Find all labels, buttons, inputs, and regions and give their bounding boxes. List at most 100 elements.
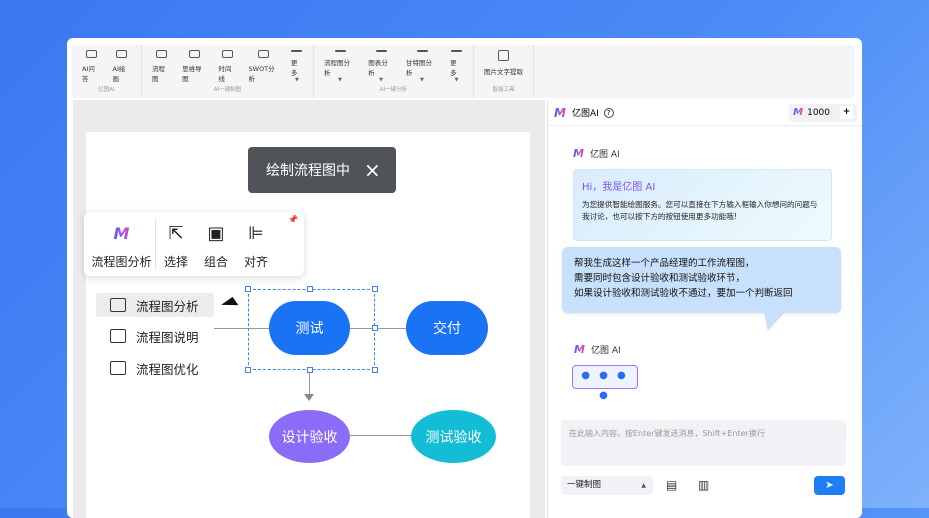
canvas-area[interactable]: 绘制流程图中 × 测试 交付 设计验收 测试验收 流程图分析 流程图说明 流程图…	[73, 100, 545, 518]
tool-label: 流程图	[152, 65, 165, 83]
flowchart-icon	[110, 361, 126, 375]
plus-box-icon	[291, 50, 303, 52]
ribbon-group: AI问答 AI绘画亿图AI	[72, 45, 142, 98]
close-icon[interactable]: ×	[364, 158, 381, 182]
connector	[350, 328, 406, 329]
ribbon-tool[interactable]: 图片文字提取	[478, 45, 529, 83]
drawing-page[interactable]: 绘制流程图中 × 测试 交付 设计验收 测试验收 流程图分析 流程图说明 流程图…	[86, 132, 530, 518]
bubble-tail	[757, 313, 785, 331]
dropdown-arrow-icon[interactable]: ▼	[420, 77, 424, 83]
dropdown-arrow-icon[interactable]: ▼	[454, 77, 459, 83]
toolbar-btn-select[interactable]: ⇱选择	[156, 219, 196, 270]
timeline-icon	[221, 50, 233, 58]
menu-label: 流程图优化	[136, 361, 199, 377]
credits-badge: M 1000 +	[789, 103, 857, 122]
add-credits-button[interactable]: +	[840, 106, 853, 119]
tool-label: 思维导图	[182, 65, 202, 83]
caret-up-icon: ▲	[641, 482, 646, 489]
ribbon-tool[interactable]: 思维导图	[176, 45, 212, 83]
ribbon-tool[interactable]: SWOT分析	[243, 45, 285, 83]
dropdown-arrow-icon[interactable]: ▼	[379, 77, 383, 83]
ocr-icon	[498, 50, 509, 61]
ribbon-tool[interactable]: 更多▼	[444, 45, 469, 83]
image-icon	[116, 50, 128, 58]
resize-handle[interactable]	[372, 325, 378, 331]
node-deliver[interactable]: 交付	[406, 301, 488, 355]
toolbar-btn-group[interactable]: ▣ 组合	[196, 219, 236, 270]
send-button[interactable]: ➤	[814, 476, 845, 495]
node-test[interactable]: 测试	[269, 301, 350, 355]
floating-toolbar: M 流程图分析 ⇱选择 ▣ 组合 ⊫ 对齐 📌	[84, 212, 304, 276]
flowchart-analysis-icon	[334, 50, 346, 52]
greeting-card: Hi，我是亿图 AI 为您提供智能绘图服务。您可以直接在下方输入框输入你想问的问…	[573, 169, 832, 241]
ribbon-tool[interactable]: 甘特图分析▼	[400, 45, 444, 83]
tool-label: 时间线	[218, 65, 232, 83]
flowchart-icon	[155, 50, 167, 58]
ribbon-tool[interactable]: 流程图	[146, 45, 176, 83]
toolbar-label: 组合	[203, 254, 228, 269]
ribbon-tool[interactable]: 更多▼	[285, 45, 309, 83]
pin-icon[interactable]: 📌	[288, 215, 298, 224]
resize-handle[interactable]	[245, 286, 251, 292]
ribbon-group: 流程图 思维导图 时间线 SWOT分析更多▼ AI一键制图	[142, 45, 314, 98]
tool-label: 图片文字提取	[484, 68, 523, 76]
ai-logo-icon: M	[574, 343, 585, 356]
resize-handle[interactable]	[372, 367, 378, 373]
ai-logo-icon: M	[573, 147, 584, 160]
toast-text: 绘制流程图中	[266, 163, 350, 179]
group-label: 亿图AI	[98, 87, 115, 93]
help-icon[interactable]: ?	[603, 107, 614, 118]
message-input[interactable]: 在此输入内容，按Enter键发送消息，Shift+Enter换行	[561, 420, 846, 466]
group-label: AI一键制图	[213, 87, 242, 93]
greeting-body: 为您提供智能绘图服务。您可以直接在下方输入框输入你想问的问题与我讨论，也可以按下…	[582, 200, 818, 221]
menu-label: 流程图说明	[136, 329, 199, 345]
resize-handle[interactable]	[307, 367, 313, 373]
chat-history-icon[interactable]: ▤	[666, 478, 678, 492]
dropdown-arrow-icon[interactable]: ▼	[295, 77, 299, 83]
input-placeholder: 在此输入内容，按Enter键发送消息，Shift+Enter换行	[569, 429, 765, 438]
resize-handle[interactable]	[307, 286, 313, 292]
tool-label: 更多	[290, 59, 298, 77]
chart-icon	[375, 50, 387, 52]
flowchart-icon	[110, 329, 126, 343]
ribbon-tool[interactable]: 时间线	[212, 45, 242, 83]
credits-count: 1000	[807, 107, 830, 118]
swot-icon	[258, 50, 270, 58]
gantt-icon	[416, 50, 428, 52]
menu-label: 流程图分析	[136, 298, 199, 314]
ribbon-tool[interactable]: AI绘画	[107, 45, 138, 83]
menu-item-optimize[interactable]: 流程图优化	[96, 356, 214, 380]
toolbar-btn-align[interactable]: ⊫ 对齐	[236, 219, 276, 270]
panel-header: M 亿图AI ? M 1000 +	[548, 100, 862, 126]
align-icon: ⊫	[248, 222, 264, 244]
node-design-check[interactable]: 设计验收	[269, 410, 350, 463]
resize-handle[interactable]	[245, 367, 251, 373]
panel-title: 亿图AI	[571, 109, 599, 119]
tool-label: 图表分析	[368, 59, 388, 77]
resize-handle[interactable]	[372, 286, 378, 292]
typing-indicator: ● ● ● ●	[572, 365, 638, 401]
ribbon-tool[interactable]: 图表分析▼	[362, 45, 400, 83]
ribbon-tool[interactable]: AI问答	[76, 45, 107, 83]
toolbar-label: 选择	[163, 254, 188, 269]
dropdown-arrow-icon[interactable]: ▼	[338, 77, 343, 83]
menu-item-explain[interactable]: 流程图说明	[96, 324, 214, 348]
document-upload-icon[interactable]: ▥	[698, 478, 710, 492]
ai-logo-icon: M	[107, 219, 137, 249]
ribbon-tool[interactable]: 流程图分析▼	[318, 45, 362, 83]
group-icon: ▣	[207, 222, 225, 244]
toolbar-btn-analysis[interactable]: M 流程图分析	[88, 218, 156, 270]
menu-item-analysis[interactable]: 流程图分析	[96, 293, 214, 317]
greeting-title: Hi，我是亿图 AI	[582, 182, 656, 193]
toolbar-label: 对齐	[243, 254, 268, 269]
tool-label: AI绘画	[112, 65, 126, 83]
plus-box-icon	[451, 50, 463, 52]
ribbon-group: 流程图分析▼图表分析▼甘特图分析▼更多▼AI一键分析	[314, 45, 474, 98]
connector	[350, 435, 412, 436]
node-test-check[interactable]: 测试验收	[411, 410, 496, 463]
mode-select[interactable]: 一键制图▲	[561, 476, 653, 495]
